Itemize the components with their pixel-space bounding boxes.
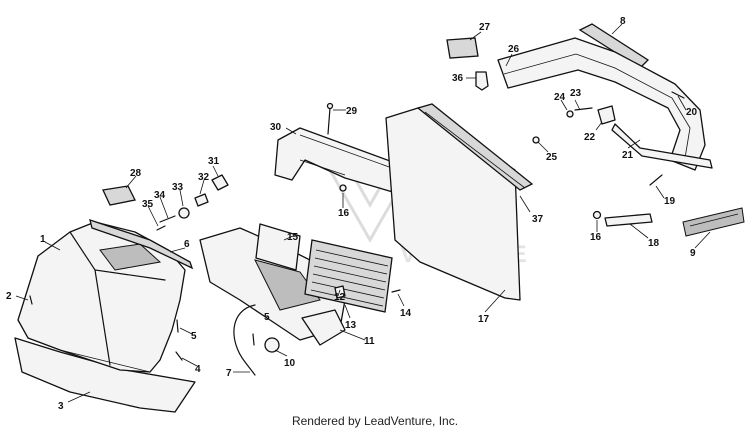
part-13-screen: [304, 239, 393, 313]
leader-lines: [15, 23, 711, 403]
part-16a-screw: [339, 184, 347, 192]
callout-37: 37: [532, 214, 544, 225]
screen-frame: [304, 239, 393, 313]
callout-2: 2: [6, 291, 12, 302]
callout-24: 24: [554, 92, 566, 103]
airbox-flap: [301, 309, 346, 346]
part-21-support: [611, 123, 713, 169]
callout-30: 30: [270, 122, 282, 133]
callout-19: 19: [664, 196, 676, 207]
callout-8: 8: [620, 16, 626, 27]
callout-36: 36: [452, 73, 464, 84]
hood-window: [99, 243, 162, 271]
reflector-body: [682, 207, 745, 237]
callout-31: 31: [208, 156, 220, 167]
part-22-bracket: [597, 105, 616, 125]
callout-16a: 16: [338, 208, 350, 219]
callout-17: 17: [478, 314, 490, 325]
part-35-pin: [156, 225, 166, 231]
part-20-bolt: [671, 91, 685, 99]
callout-12: 12: [334, 292, 346, 303]
callout-33: 33: [172, 182, 184, 193]
part-18-plate: [604, 213, 653, 227]
part-2-fastener: [29, 295, 33, 305]
callout-3: 3: [58, 401, 64, 412]
part-9-reflector: [682, 207, 745, 237]
callout-28: 28: [130, 168, 142, 179]
hood-edge: [27, 337, 151, 373]
callout-5b: 5: [264, 312, 270, 323]
callout-10: 10: [284, 358, 296, 369]
screen-mesh: [310, 249, 389, 307]
part-7-cable: [233, 304, 256, 376]
callout-4: 4: [195, 364, 201, 375]
callout-23: 23: [570, 88, 582, 99]
reflector-detail: [689, 213, 739, 227]
callout-25: 25: [546, 152, 558, 163]
part-28-emblem: [102, 185, 136, 206]
callout-16b: 16: [590, 232, 602, 243]
part-29-head: [326, 102, 334, 110]
part-1-hood: [17, 221, 186, 373]
part-15-frame: [255, 223, 301, 271]
part-31-bulb: [211, 174, 229, 191]
rail-body: [416, 103, 534, 191]
part-5b-fastener: [252, 333, 255, 346]
part-3-belly-pan: [14, 337, 196, 413]
part-27-decal: [446, 37, 479, 59]
part-34-screw: [159, 215, 176, 223]
callout-22: 22: [584, 132, 596, 143]
part-10-grommet: [264, 337, 280, 353]
part-26-bumper: [497, 37, 706, 171]
part-36-bracket: [475, 71, 489, 91]
headlight-hardware: [156, 174, 229, 231]
part-32-nut: [194, 193, 209, 207]
part-5a-fastener: [176, 319, 179, 333]
part-37-rail: [416, 103, 534, 191]
part-33-washer: [178, 207, 190, 219]
part-25-screw: [532, 136, 540, 144]
callout-26: 26: [508, 44, 520, 55]
bumper-groove: [503, 53, 691, 159]
part-29-screw: [327, 107, 331, 135]
callout-1: 1: [40, 234, 46, 245]
part-6-trim: [89, 219, 194, 270]
part-16b-screw: [592, 210, 602, 220]
bumper-body: [497, 37, 706, 171]
callout-21: 21: [622, 150, 634, 161]
callout-7: 7: [226, 368, 232, 379]
callout-29: 29: [346, 106, 358, 117]
callout-20: 20: [686, 107, 698, 118]
callout-27: 27: [479, 22, 491, 33]
callout-34: 34: [154, 190, 166, 201]
callout-15: 15: [287, 232, 299, 243]
callout-13: 13: [345, 320, 357, 331]
part-12-clip: [334, 285, 346, 299]
callout-6: 6: [184, 239, 190, 250]
footer-credit: Rendered by LeadVenture, Inc.: [291, 414, 459, 428]
callout-5a: 5: [191, 331, 197, 342]
airbox-shadow: [254, 259, 321, 311]
callout-18: 18: [648, 238, 660, 249]
callout-11: 11: [364, 336, 375, 347]
part-23-bolt: [574, 107, 593, 111]
callouts: 1 2 3 4 5 5 6 7 8 9 10 11 12 13 14 15 16…: [6, 16, 698, 412]
hood-crease: [69, 231, 166, 366]
part-19-rod: [649, 174, 663, 186]
part-11-airbox: [199, 227, 346, 353]
rail-groove: [424, 111, 526, 189]
callout-35: 35: [142, 199, 154, 210]
callout-32: 32: [198, 172, 210, 183]
part-14-screw: [391, 289, 401, 293]
part-24-nut: [566, 110, 574, 118]
callout-9: 9: [690, 248, 696, 259]
callout-14: 14: [400, 308, 412, 319]
part-4-fastener: [175, 351, 183, 361]
